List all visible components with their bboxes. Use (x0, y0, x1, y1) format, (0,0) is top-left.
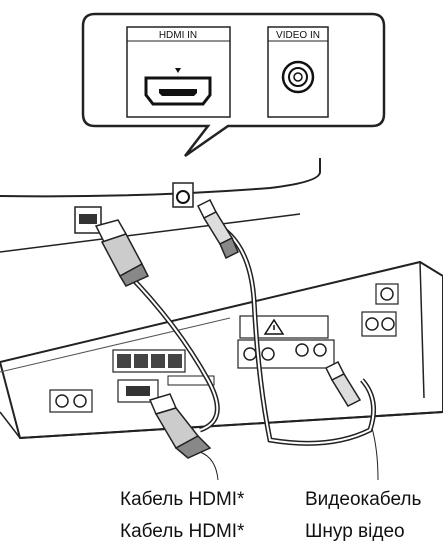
receiver-video-jacks (237, 339, 335, 369)
receiver-hdmi-port (117, 379, 159, 403)
receiver-unit (0, 260, 443, 440)
hdmi-cable-caption-uk: Кабель HDMI* (120, 521, 245, 542)
rca-plug-bottom (324, 360, 362, 407)
speaker-terminal-block (112, 349, 186, 373)
rca-plug-top (196, 198, 239, 260)
tv-ports-callout: HDMI IN VIDEO IN (81, 12, 386, 158)
hdmi-cable (94, 219, 220, 481)
rca-jack-icon (281, 60, 315, 94)
video-cable-caption-ru: Видеокабель (305, 489, 422, 510)
warning-triangle-icon (263, 318, 285, 335)
hdmi-plug-bottom (148, 393, 212, 459)
audio-input-jacks (49, 389, 93, 413)
hdmi-port-icon (144, 76, 212, 106)
hdmi-cable-caption-ru: Кабель HDMI* (120, 489, 245, 510)
hdmi-in-label: HDMI IN (159, 30, 197, 41)
video-cable (196, 198, 379, 481)
receiver-label-panel (239, 315, 329, 339)
tv-video-port (172, 182, 194, 208)
hdmi-in-port-panel: HDMI IN (126, 26, 231, 118)
receiver-right-jacks (361, 283, 399, 337)
video-in-label: VIDEO IN (276, 30, 320, 41)
video-cable-caption-uk: Шнур відео (305, 521, 405, 542)
video-in-port-panel: VIDEO IN (267, 26, 329, 118)
hdmi-plug-top (94, 219, 150, 287)
tv-rear (0, 158, 321, 253)
